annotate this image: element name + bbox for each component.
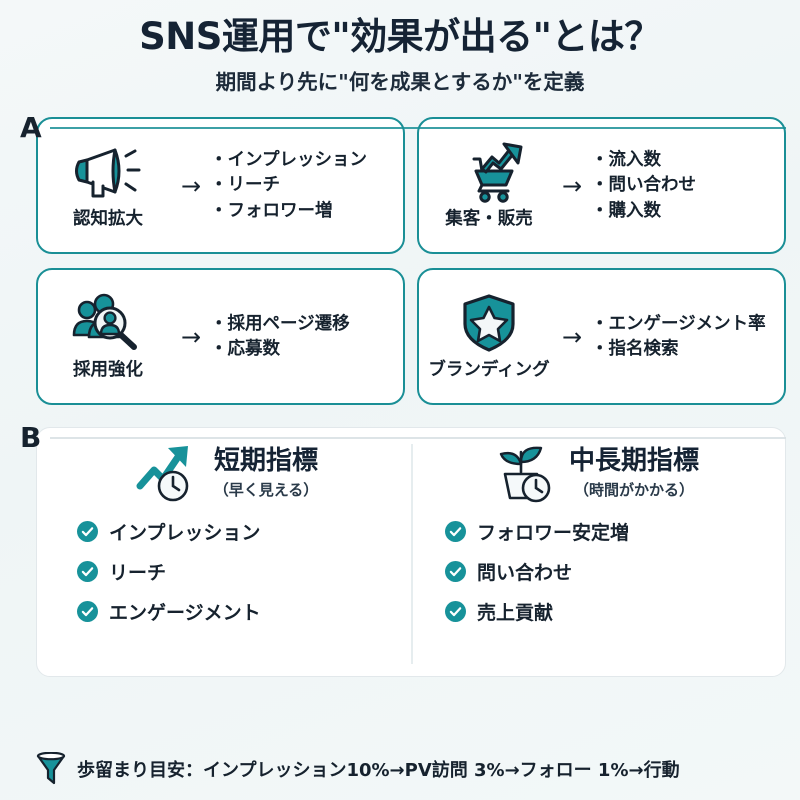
goal-card-acquisition[interactable]: 集客・販売 → 流入数 問い合わせ 購入数 [417, 117, 786, 255]
goal-card-identity: 採用強化 [44, 292, 172, 381]
goal-card-label: 採用強化 [73, 360, 143, 381]
column-short-term: 短期指標 （早く見える） インプレッション リーチ [43, 442, 411, 666]
column-title: 短期指標 [213, 446, 318, 477]
check-circle-icon [77, 601, 98, 623]
goal-metric-item: 指名検索 [591, 337, 774, 362]
goal-metric-item: 問い合わせ [591, 173, 774, 198]
section-a-rule [50, 127, 786, 130]
long-term-checklist: フォロワー安定増 問い合わせ 売上貢献 [419, 518, 629, 638]
column-title: 中長期指標 [568, 446, 699, 477]
column-header: 短期指標 （早く見える） [136, 442, 319, 504]
column-subtitle: （時間がかかる） [573, 480, 694, 499]
goal-card-branding[interactable]: ブランディング → エンゲージメント率 指名検索 [417, 268, 786, 406]
megaphone-icon [71, 141, 145, 203]
checklist-item: リーチ [77, 558, 261, 585]
checklist-item: 売上貢献 [445, 598, 629, 625]
goal-metric-list: 採用ページ遷移 応募数 [210, 312, 393, 363]
section-b-tag: B [20, 421, 42, 455]
goal-metric-item: 流入数 [591, 148, 774, 173]
checklist-label: フォロワー安定増 [477, 522, 630, 545]
goal-card-identity: 集客・販売 [425, 141, 553, 230]
section-a: A [0, 111, 800, 406]
goal-card-recruiting[interactable]: 採用強化 → 採用ページ遷移 応募数 [36, 268, 405, 406]
goal-card-identity: ブランディング [425, 292, 553, 381]
section-a-tag: A [20, 111, 42, 145]
goal-metric-item: インプレッション [210, 148, 393, 173]
checklist-item: フォロワー安定増 [445, 518, 629, 545]
plant-clock-icon [491, 442, 557, 504]
column-title-block: 短期指標 （早く見える） [214, 447, 319, 500]
funnel-icon [36, 751, 66, 786]
checklist-label: エンゲージメント [109, 602, 261, 625]
column-header: 中長期指標 （時間がかかる） [491, 442, 699, 504]
column-long-term: 中長期指標 （時間がかかる） フォロワー安定増 問い合わせ [411, 442, 779, 666]
goal-card-identity: 認知拡大 [44, 141, 172, 230]
column-subtitle: （早く見える） [213, 480, 319, 499]
check-circle-icon [77, 521, 98, 543]
flow-arrow-icon: → [180, 322, 202, 351]
goal-card-label: 認知拡大 [73, 209, 143, 230]
checklist-item: エンゲージメント [77, 598, 261, 625]
checklist-label: 売上貢献 [477, 602, 554, 625]
section-b-rule [50, 437, 786, 440]
goal-metric-item: リーチ [210, 173, 393, 198]
flow-arrow-icon: → [180, 171, 202, 200]
header: SNS運用で"効果が出る"とは？ 期間より先に"何を成果とするか"を定義 [0, 0, 800, 101]
page-title: SNS運用で"効果が出る"とは？ [139, 15, 661, 58]
flow-arrow-icon: → [561, 171, 583, 200]
check-circle-icon [445, 601, 466, 623]
short-term-checklist: インプレッション リーチ エンゲージメント [51, 518, 261, 638]
goal-metric-item: 応募数 [210, 337, 393, 362]
goal-card-grid: 認知拡大 → インプレッション リーチ フォロワー増 [36, 117, 786, 406]
column-title-block: 中長期指標 （時間がかかる） [569, 447, 699, 500]
goal-metric-item: フォロワー増 [210, 199, 393, 224]
flow-arrow-icon: → [561, 322, 583, 351]
check-circle-icon [445, 561, 466, 583]
timeframe-comparison-panel: 短期指標 （早く見える） インプレッション リーチ [36, 427, 786, 678]
check-circle-icon [77, 561, 98, 583]
trending-up-clock-icon [136, 442, 202, 504]
goal-card-label: ブランディング [428, 360, 550, 381]
goal-metric-list: インプレッション リーチ フォロワー増 [210, 148, 393, 224]
checklist-label: リーチ [109, 562, 167, 585]
goal-card-label: 集客・販売 [445, 209, 533, 230]
shopping-cart-growth-icon [452, 141, 526, 204]
checklist-item: 問い合わせ [445, 558, 629, 585]
checklist-item: インプレッション [77, 518, 261, 545]
goal-metric-item: エンゲージメント率 [591, 312, 774, 337]
people-search-icon [70, 292, 146, 354]
page-subtitle: 期間より先に"何を成果とするか"を定義 [215, 70, 585, 95]
goal-metric-item: 採用ページ遷移 [210, 312, 393, 337]
funnel-footnote: 歩留まり目安：インプレッション10%→PV訪問 3%→フォロー 1%→行動 [36, 751, 786, 786]
check-circle-icon [445, 521, 466, 543]
checklist-label: 問い合わせ [477, 562, 573, 585]
goal-metric-list: エンゲージメント率 指名検索 [591, 312, 774, 363]
funnel-footnote-text: 歩留まり目安：インプレッション10%→PV訪問 3%→フォロー 1%→行動 [77, 760, 680, 781]
goal-card-awareness[interactable]: 認知拡大 → インプレッション リーチ フォロワー増 [36, 117, 405, 255]
shield-star-icon [458, 292, 520, 354]
goal-metric-item: 購入数 [591, 199, 774, 224]
checklist-label: インプレッション [109, 522, 261, 545]
goal-metric-list: 流入数 問い合わせ 購入数 [591, 148, 774, 224]
section-b: B 短期指標 （早く見える） [0, 421, 800, 678]
